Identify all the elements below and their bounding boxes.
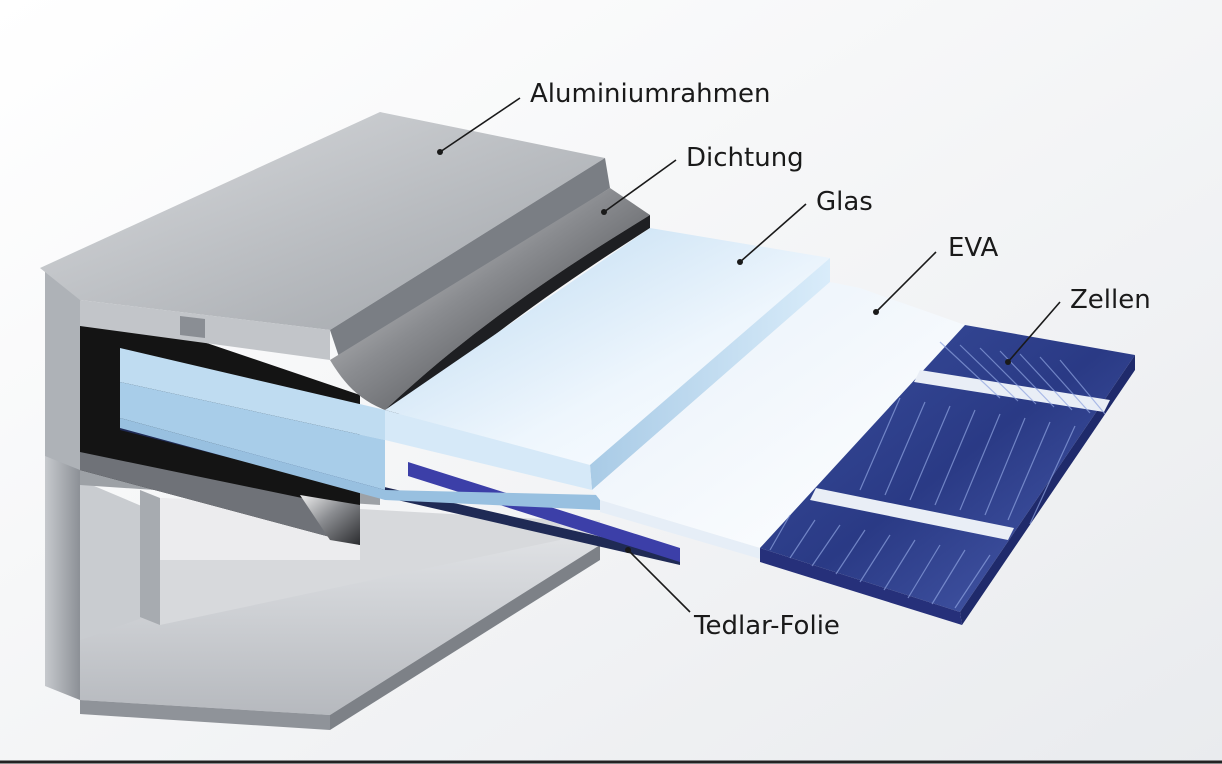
label-aluminium-frame: Aluminiumrahmen: [530, 79, 770, 109]
cells-layer: [760, 325, 1135, 625]
label-backsheet: Tedlar-Folie: [693, 611, 840, 641]
glass-layer: [120, 228, 830, 510]
label-glass: Glas: [816, 187, 873, 217]
leader-lines: [439, 97, 1061, 613]
label-eva: EVA: [948, 233, 999, 263]
label-seal: Dichtung: [686, 143, 804, 173]
leader-dots: [437, 149, 1011, 553]
label-cells: Zellen: [1070, 285, 1151, 315]
